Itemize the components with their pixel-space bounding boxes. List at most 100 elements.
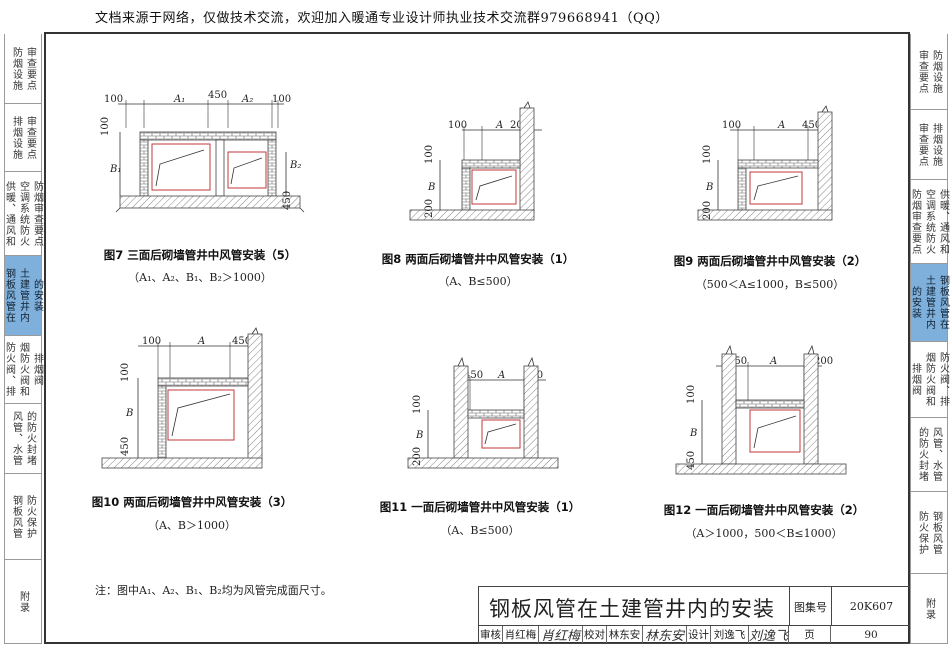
side-tab-text: 审查要点 [916,49,928,94]
side-tab-text: 附录 [17,590,29,613]
figure-9-condition: （500＜A≤1000，B≤500） [695,278,845,291]
design-label: 设计 [687,626,711,643]
reviewer-name: 肖红梅 [503,626,539,643]
side-tab-text: 钢板风管在 [3,268,15,323]
side-tab-text: 排烟阀 [31,353,43,386]
side-tab-text: 防火保护 [916,510,928,555]
fig7-dim-A2: A₂ [241,94,253,105]
fig7-dim-450-vert: 450 [282,191,293,210]
left-tab-hvac-fire[interactable]: 供暖、通风和空调系统防火防烟审查要点 [3,172,43,256]
check-label: 校对 [583,626,607,643]
figure-9-drawing: 100 A 450 100 B 200 [697,105,833,221]
fig12-dim-450-vert: 450 [686,451,697,470]
side-tab-text: 审查要点 [24,46,36,91]
fig10-dim-100-vert: 100 [120,363,131,382]
drawing-note: 注：图中A₁、A₂、B₁、B₂均为风管完成面尺寸。 [95,584,332,597]
fig10-dim-100: 100 [142,336,161,347]
side-tab-text: 防烟设施 [930,49,942,94]
figure-11-condition: （A、B≤500） [440,524,520,537]
fig11-dim-100-vert: 100 [412,395,423,414]
fig7-dim-A1: A₁ [173,94,185,105]
fig12-dim-B: B [689,428,697,439]
side-tab-text: 空调系统防火 [923,188,935,255]
fig8-dim-200-vert: 200 [424,199,435,218]
reviewer-signature: 肖红梅 [539,626,583,644]
approval-row: 审核 肖红梅 肖红梅 校对 林东安 林东安 设计 刘逸飞 刘逸飞 页 90 [478,626,910,644]
left-tab-firestop[interactable]: 风管、水管的防火封堵 [4,404,42,474]
fig11-dim-200-vert: 200 [412,447,423,466]
figure-7-drawing: 100 A₁ 450 A₂ 100 100 B₁ B₂ 450 [100,90,305,213]
right-tab-smoke-control[interactable]: 审查要点防烟设施 [910,34,948,110]
fig8-dim-B: B [427,182,435,193]
fig7-dim-100-right: 100 [272,94,291,105]
side-tab-text: 土建管井内 [923,275,935,330]
figure-10-condition: （A、B＞1000） [147,519,237,532]
fig12-dim-200: 200 [814,356,833,367]
title-block: 钢板风管在土建管井内的安装 图集号 20K607 [478,586,910,626]
designer-name: 刘逸飞 [711,626,749,643]
atlas-number: 20K607 [831,587,911,626]
side-tab-text: 风管、水管 [930,427,942,482]
figure-8-title: 图8 两面后砌墙管井中风管安装（1） [381,252,575,266]
left-tab-smoke-exhaust[interactable]: 排烟设施审查要点 [4,104,42,172]
right-tab-smoke-exhaust[interactable]: 审查要点排烟设施 [910,110,948,180]
right-tab-duct-in-shaft[interactable]: 的安装土建管井内钢板风管在 [910,264,949,342]
side-tab-text: 钢板风管 [930,510,942,555]
fig8-dim-100: 100 [448,120,467,131]
side-tab-text: 烟防火阀和 [923,352,935,407]
side-tab-text: 钢板风管在 [937,275,949,330]
left-tab-duct-in-shaft[interactable]: 钢板风管在土建管井内的安装 [3,256,43,336]
fig7-dim-450: 450 [208,90,227,101]
figure-12-title: 图12 一面后砌墙管井中风管安装（2） [663,503,865,517]
right-tab-firestop[interactable]: 的防火封堵风管、水管 [910,418,948,492]
fig7-dim-100-vert: 100 [100,117,111,136]
side-tab-text: 防烟审查要点 [31,180,43,247]
fig7-dim-100-left: 100 [104,94,123,105]
side-tab-text: 附录 [923,597,935,620]
side-tab-text: 烟防火阀和 [17,342,29,397]
fig7-dim-B1: B₁ [109,164,121,175]
fig11-dim-B: B [415,430,423,441]
figure-7-title: 图7 三面后砌墙管井中风管安装（5） [103,248,297,262]
right-tab-duct-fire-protection[interactable]: 防火保护钢板风管 [910,492,948,574]
drawing-title: 钢板风管在土建管井内的安装 [489,597,775,621]
fig9-dim-450: 450 [802,120,821,131]
side-tab-text: 供暖、通风和 [3,180,15,247]
figure-11-drawing: 450 A 200 100 B 200 [407,356,559,469]
figure-11-title: 图11 一面后砌墙管井中风管安装（1） [379,500,581,514]
side-tab-text: 的安装 [31,279,43,312]
atlas-label: 图集号 [789,587,831,626]
fig9-dim-A: A [777,120,785,131]
left-tab-smoke-control[interactable]: 防烟设施审查要点 [4,34,42,104]
side-tab-text: 供暖、通风和 [937,188,949,255]
fig12-dim-450: 450 [728,356,747,367]
left-tab-fire-dampers[interactable]: 防火阀、排烟防火阀和排烟阀 [4,336,43,404]
side-tab-text: 排烟设施 [930,122,942,167]
fig9-dim-200-vert: 200 [702,201,713,220]
side-tab-text: 防火阀、排 [937,352,949,407]
fig10-dim-B: B [125,408,133,419]
left-tab-appendix[interactable]: 附录 [4,560,42,644]
side-tab-text: 防烟设施 [10,46,22,91]
figure-12-drawing: 450 A 200 100 B 450 [675,344,847,475]
fig9-dim-100-vert: 100 [702,145,713,164]
side-tab-text: 空调系统防火 [17,180,29,247]
drawing-sheet-border [44,32,910,644]
side-tab-text: 审查要点 [916,122,928,167]
side-tab-text: 土建管井内 [17,268,29,323]
figure-12-condition: （A＞1000，500＜B≤1000） [685,527,843,540]
left-tab-duct-fire-protection[interactable]: 钢板风管防火保护 [4,474,42,560]
side-tab-text: 审查要点 [24,115,36,160]
fig10-dim-A: A [197,336,205,347]
right-tab-hvac-fire[interactable]: 防烟审查要点空调系统防火供暖、通风和 [910,180,949,264]
right-tab-fire-dampers[interactable]: 排烟阀烟防火阀和防火阀、排 [910,342,949,418]
right-tab-appendix[interactable]: 附录 [910,574,948,644]
fig9-dim-100: 100 [722,120,741,131]
side-tab-text: 的防火封堵 [24,411,36,466]
side-tab-text: 钢板风管 [10,494,22,539]
figure-10-drawing: 100 A 450 100 B 450 [101,327,263,469]
side-tab-text: 防火保护 [24,494,36,539]
side-tab-text: 排烟设施 [10,115,22,160]
checker-name: 林东安 [607,626,643,643]
side-tab-text: 的防火封堵 [916,427,928,482]
